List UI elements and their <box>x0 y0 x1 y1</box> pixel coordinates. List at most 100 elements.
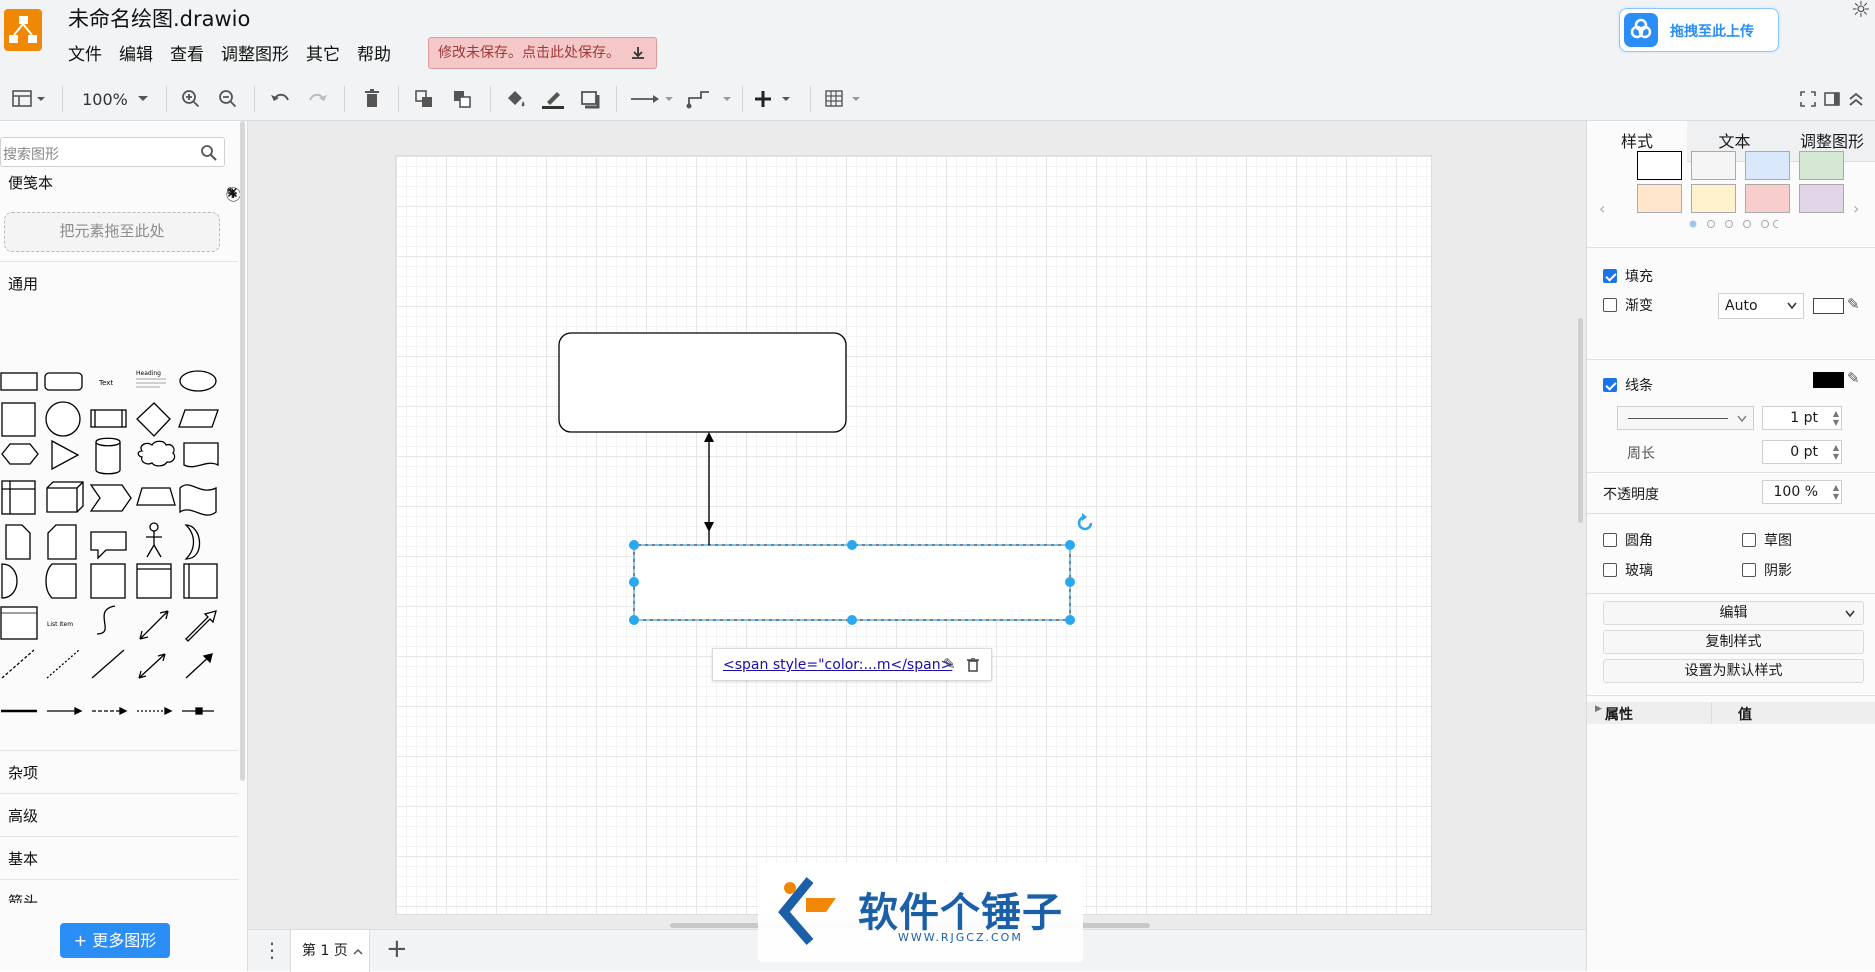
theme-icon[interactable]: ☼ <box>1851 0 1871 23</box>
upload-button[interactable]: 拖拽至此上传 <box>1619 8 1779 52</box>
fill-checkbox[interactable] <box>1603 269 1617 283</box>
connection-icon[interactable] <box>628 86 674 112</box>
color-swatch[interactable] <box>1799 184 1844 213</box>
unsaved-changes-button[interactable]: 修改未保存。点击此处保存。 <box>428 37 657 69</box>
color-swatch[interactable] <box>1745 151 1790 180</box>
menu-extras[interactable]: 其它 <box>306 45 340 65</box>
edit-link-icon[interactable]: ✎ <box>943 655 956 673</box>
rounded-row[interactable]: 圆角 <box>1603 530 1653 550</box>
color-swatch[interactable] <box>1691 184 1736 213</box>
canvas-scrollbar[interactable] <box>1578 318 1583 523</box>
waypoint-icon[interactable] <box>684 86 732 112</box>
shadow-icon[interactable] <box>576 86 606 112</box>
line-width-field[interactable]: 1 pt▲▼ <box>1762 406 1842 430</box>
set-default-style-button[interactable]: 设置为默认样式 <box>1603 659 1864 683</box>
help-icon[interactable]: ⓘ <box>226 186 242 204</box>
tab-text[interactable]: 文本 <box>1718 132 1751 151</box>
color-swatch[interactable] <box>1637 184 1682 213</box>
eyedropper-icon[interactable]: ✎ <box>1847 295 1860 313</box>
add-icon[interactable]: + <box>226 184 239 202</box>
advanced-section-header[interactable]: 高级 <box>0 793 238 836</box>
swatch-pager[interactable] <box>1688 219 1778 229</box>
color-swatch[interactable] <box>1745 184 1790 213</box>
basic-section-header[interactable]: 基本 <box>0 836 238 879</box>
line-eyedropper-icon[interactable]: ✎ <box>1847 369 1860 387</box>
add-page-icon[interactable]: + <box>386 934 408 964</box>
swatch-prev-icon[interactable]: ‹ <box>1599 199 1606 218</box>
double-arrow-connector[interactable] <box>704 432 714 550</box>
color-swatch[interactable] <box>1691 151 1736 180</box>
menu-arrange[interactable]: 调整图形 <box>221 45 289 65</box>
fill-row[interactable]: 填充 <box>1603 266 1653 286</box>
sketch-row[interactable]: 草图 <box>1742 530 1792 550</box>
line-color-button[interactable] <box>1813 372 1844 388</box>
misc-section-header[interactable]: 杂项 <box>0 750 238 793</box>
copy-style-button[interactable]: 复制样式 <box>1603 630 1864 654</box>
undo-icon[interactable] <box>266 86 294 112</box>
color-swatch[interactable] <box>1799 151 1844 180</box>
menu-edit[interactable]: 编辑 <box>119 45 153 65</box>
table-icon[interactable] <box>824 86 868 112</box>
zoom-in-icon[interactable] <box>178 86 204 112</box>
scratchpad-header[interactable]: 便笺本 ⓘ + ✎ ✕ <box>0 161 242 204</box>
general-title: 通用 <box>8 275 39 293</box>
opacity-field[interactable]: 100 %▲▼ <box>1762 480 1842 504</box>
rounded-checkbox[interactable] <box>1603 533 1617 547</box>
link-label[interactable]: <span style="color:...m</span> <box>723 657 953 673</box>
general-section-header[interactable]: 通用 <box>0 261 238 304</box>
edit-style-button[interactable]: 编辑 <box>1603 601 1864 625</box>
expand-icon[interactable]: ▶ <box>1595 704 1602 714</box>
swatch-next-icon[interactable]: › <box>1853 199 1860 218</box>
fill-mode-select[interactable]: Auto <box>1718 293 1804 319</box>
sketch-checkbox[interactable] <box>1742 533 1756 547</box>
collapse-icon[interactable] <box>1846 86 1866 112</box>
to-front-icon[interactable] <box>410 86 438 112</box>
pages-menu-icon[interactable]: ⋮ <box>262 938 282 962</box>
search-icon[interactable] <box>200 144 218 162</box>
insert-icon[interactable] <box>754 86 798 112</box>
view-icon[interactable] <box>8 86 50 112</box>
to-back-icon[interactable] <box>448 86 476 112</box>
fill-color-icon[interactable] <box>500 86 530 112</box>
line-checkbox[interactable] <box>1603 378 1617 392</box>
menu-help[interactable]: 帮助 <box>357 45 391 65</box>
close-icon[interactable]: ✕ <box>226 184 239 202</box>
line-color-icon[interactable] <box>538 86 568 112</box>
edit-icon[interactable]: ✎ <box>226 184 239 202</box>
sidebar-scrollbar[interactable] <box>240 121 245 781</box>
document-title[interactable]: 未命名绘图.drawio <box>68 7 251 31</box>
format-panel-icon[interactable] <box>1822 86 1842 112</box>
zoom-out-icon[interactable] <box>215 86 241 112</box>
gradient-checkbox[interactable] <box>1603 298 1617 312</box>
more-shapes-button[interactable]: + 更多图形 <box>60 923 170 958</box>
chevron-up-icon[interactable] <box>353 948 363 956</box>
shadow-row[interactable]: 阴影 <box>1742 560 1792 580</box>
shadow-checkbox[interactable] <box>1742 563 1756 577</box>
line-pattern-select[interactable] <box>1617 406 1754 430</box>
resize-handles[interactable] <box>629 540 1075 625</box>
zoom-dropdown[interactable]: 100% <box>80 86 152 112</box>
scratchpad-dropzone[interactable]: 把元素拖至此处 <box>4 212 220 252</box>
color-swatch[interactable] <box>1637 151 1682 180</box>
selected-rectangle-shape[interactable] <box>633 544 1071 621</box>
line-row[interactable]: 线条 <box>1603 375 1653 395</box>
general-shapes-palette[interactable]: Text Heading <box>0 361 240 726</box>
fill-color-button[interactable] <box>1813 298 1844 314</box>
rounded-rectangle-shape[interactable] <box>558 332 847 433</box>
glass-row[interactable]: 玻璃 <box>1603 560 1653 580</box>
shape-search-input[interactable]: 搜索图形 <box>0 137 225 167</box>
gradient-row[interactable]: 渐变 <box>1603 295 1653 315</box>
diagram-page[interactable] <box>395 155 1432 915</box>
menu-file[interactable]: 文件 <box>68 45 102 65</box>
glass-checkbox[interactable] <box>1603 563 1617 577</box>
remove-link-icon[interactable] <box>967 658 979 672</box>
menu-view[interactable]: 查看 <box>170 45 204 65</box>
redo-icon[interactable] <box>304 86 332 112</box>
page-tab[interactable]: 第 1 页 <box>290 930 370 972</box>
rotate-handle-icon[interactable] <box>1077 513 1093 531</box>
fullscreen-icon[interactable] <box>1798 86 1818 112</box>
delete-icon[interactable] <box>358 86 386 112</box>
perimeter-field[interactable]: 0 pt▲▼ <box>1762 440 1842 464</box>
arrows-section-header[interactable]: 箭头 <box>0 879 238 903</box>
tab-arrange[interactable]: 调整图形 <box>1799 132 1864 151</box>
